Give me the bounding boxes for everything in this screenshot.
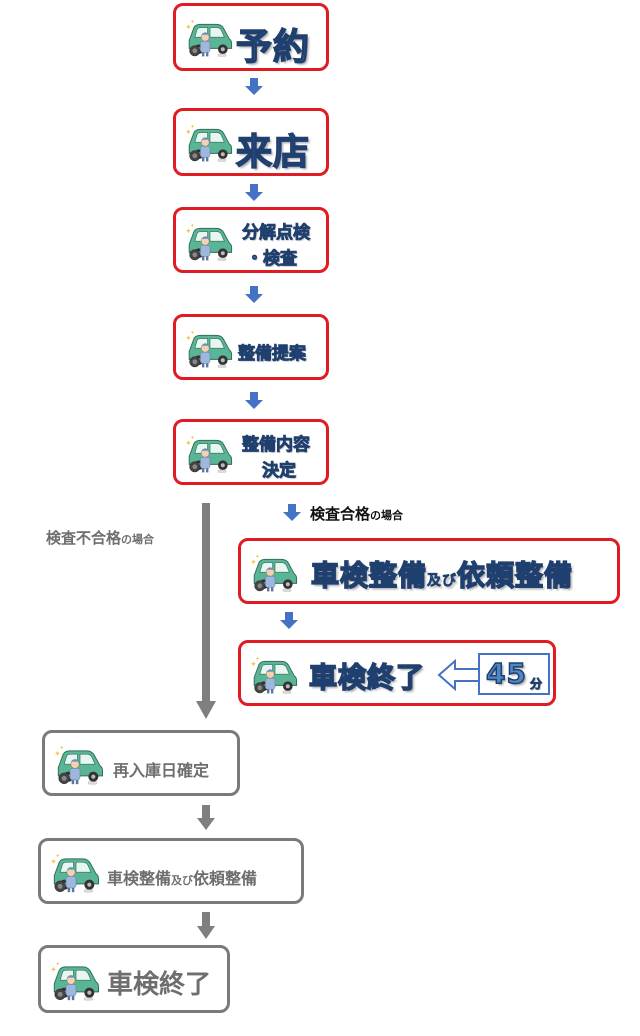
car-mechanic-icon [251, 654, 299, 696]
step-shaken-seibi-pass-label: 車検整備及び依頼整備 [310, 558, 574, 593]
step-reentry: 再入庫日確定 [42, 730, 240, 796]
step-seibi-naiyou-label-2: 決定 [262, 461, 297, 482]
step-bunkai: 分解点検 ・検査 [173, 207, 329, 273]
pass-condition-label: 検査合格の場合 [310, 505, 404, 523]
car-mechanic-icon [186, 122, 234, 164]
car-mechanic-icon [51, 959, 101, 1003]
time-unit: 分 [530, 677, 543, 692]
step-shaken-shuryo-pass: 車検終了 45 分 [238, 640, 556, 706]
car-mechanic-icon [186, 433, 234, 475]
arrow-down-4 [245, 392, 263, 414]
car-mechanic-icon [186, 17, 234, 59]
arrow-down-pass-2 [280, 612, 298, 634]
step-seibi-teian-label: 整備提案 [238, 344, 307, 365]
step-shaken-shuryo-fail: 車検終了 [38, 945, 230, 1013]
step-shaken-shuryo-pass-label: 車検終了 [308, 660, 426, 695]
car-mechanic-icon [51, 851, 101, 895]
arrow-down-1 [245, 78, 263, 100]
step-shaken-seibi-fail-label: 車検整備及び依頼整備 [107, 869, 258, 888]
arrow-down-3 [245, 286, 263, 308]
step-raiten: 来店 [173, 108, 329, 176]
car-mechanic-icon [186, 221, 234, 263]
step-yoyaku: 予約 [173, 3, 329, 71]
step-shaken-seibi-fail: 車検整備及び依頼整備 [38, 838, 304, 904]
step-seibi-teian: 整備提案 [173, 314, 329, 380]
step-bunkai-label-1: 分解点検 [242, 223, 311, 244]
arrow-down-fail-long [196, 503, 216, 725]
time-box: 45 分 [478, 653, 550, 695]
step-raiten-label: 来店 [235, 131, 311, 174]
arrow-down-fail-2 [197, 805, 215, 835]
step-shaken-seibi-pass: 車検整備及び依頼整備 [238, 538, 620, 604]
step-reentry-label: 再入庫日確定 [113, 761, 210, 780]
arrow-down-fail-3 [197, 912, 215, 944]
time-value: 45 [485, 656, 527, 691]
arrow-down-2 [245, 184, 263, 206]
car-mechanic-icon [186, 328, 234, 370]
step-shaken-shuryo-fail-label: 車検終了 [107, 970, 212, 1000]
car-mechanic-icon [251, 552, 299, 594]
step-bunkai-label-2: ・検査 [246, 249, 298, 270]
fail-condition-label: 検査不合格の場合 [46, 529, 155, 547]
step-yoyaku-label: 予約 [235, 26, 311, 69]
car-mechanic-icon [55, 743, 105, 787]
step-seibi-naiyou: 整備内容 決定 [173, 419, 329, 485]
step-seibi-naiyou-label-1: 整備内容 [242, 435, 311, 456]
arrow-down-pass [283, 504, 301, 526]
arrow-left-icon [437, 659, 480, 691]
